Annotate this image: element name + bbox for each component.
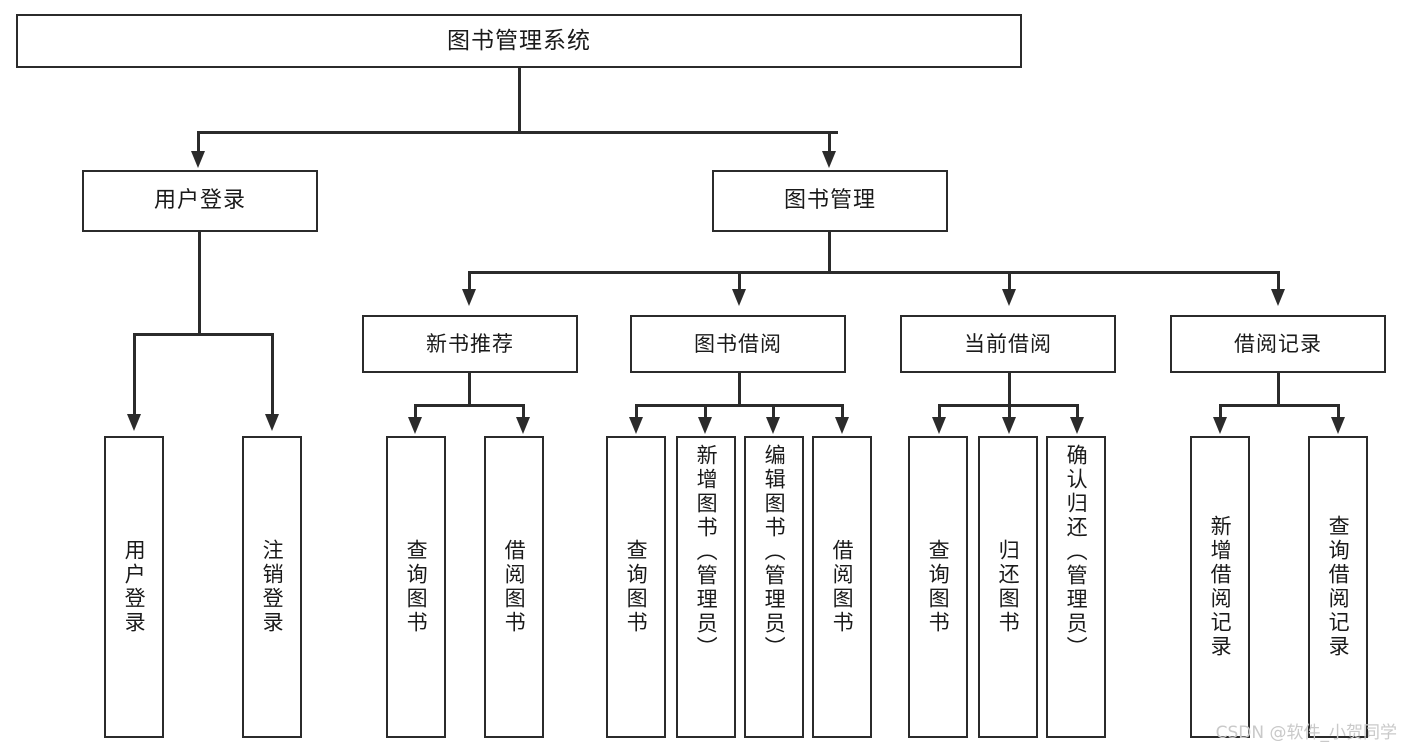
node-label: 新书推荐 [426,331,514,356]
connector-user-login-bar [133,333,273,336]
node-label: 查询图书 [926,539,951,635]
connector-book-borrow-to-leaf-1 [635,404,638,420]
watermark: CSDN @软件_小贺同学 [1215,723,1397,743]
node-leaf-new-book-borrow[interactable]: 借阅图书 [484,436,544,738]
connector-new-book-stem [468,373,471,406]
connector-new-book-to-leaf-2 [522,404,525,420]
connector-current-borrow-to-leaf-1 [938,404,941,420]
connector-root-bar [197,131,838,134]
node-borrow-record[interactable]: 借阅记录 [1170,315,1386,373]
node-label: 查询借阅记录 [1326,515,1351,659]
node-leaf-borrow-record-query[interactable]: 查询借阅记录 [1308,436,1368,738]
node-label: 新增图书（管理员） [694,444,719,660]
connector-book-borrow-bar [635,404,843,407]
node-label: 注销登录 [260,539,285,635]
connector-book-mgmt-to-new-book [468,271,471,293]
node-label: 用户登录 [153,188,246,214]
node-leaf-current-borrow-return[interactable]: 归还图书 [978,436,1038,738]
node-leaf-current-borrow-confirm[interactable]: 确认归还（管理员） [1046,436,1106,738]
arrow-book-mgmt-to-current [1002,289,1016,306]
arrow-root-to-book-mgmt [822,151,836,168]
arrow-book-mgmt-to-record [1271,289,1285,306]
arrow-root-to-user-login [191,151,205,168]
node-leaf-book-borrow-query[interactable]: 查询图书 [606,436,666,738]
connector-book-mgmt-stem [828,232,831,273]
node-label: 新增借阅记录 [1208,515,1233,659]
node-label: 借阅图书 [830,539,855,635]
node-leaf-user-login-logout[interactable]: 注销登录 [242,436,302,738]
connector-root-stem [518,68,521,132]
node-label: 确认归还（管理员） [1064,444,1089,660]
connector-current-borrow-stem [1008,373,1011,406]
node-label: 当前借阅 [964,331,1052,356]
arrow-book-borrow-to-leaf-4 [835,417,849,434]
node-label: 查询图书 [404,539,429,635]
arrow-current-borrow-to-leaf-1 [932,417,946,434]
node-leaf-borrow-record-add[interactable]: 新增借阅记录 [1190,436,1250,738]
node-leaf-current-borrow-query[interactable]: 查询图书 [908,436,968,738]
node-root-system[interactable]: 图书管理系统 [16,14,1022,68]
connector-root-to-user-login [197,131,200,157]
node-book-borrow[interactable]: 图书借阅 [630,315,846,373]
connector-book-borrow-stem [738,373,741,406]
connector-book-mgmt-to-record [1277,271,1280,293]
node-label: 归还图书 [996,539,1021,635]
node-leaf-user-login-login[interactable]: 用户登录 [104,436,164,738]
node-leaf-new-book-query[interactable]: 查询图书 [386,436,446,738]
node-label: 用户登录 [122,539,147,635]
arrow-book-borrow-to-leaf-2 [698,417,712,434]
connector-current-borrow-to-leaf-2 [1008,404,1011,420]
node-label: 借阅记录 [1234,331,1322,356]
node-label: 图书管理 [783,188,876,214]
node-label: 图书管理系统 [447,27,591,54]
arrow-book-borrow-to-leaf-1 [629,417,643,434]
arrow-user-login-to-leaf-1 [127,414,141,431]
arrow-new-book-to-leaf-1 [408,417,422,434]
arrow-book-borrow-to-leaf-3 [766,417,780,434]
connector-book-borrow-to-leaf-3 [772,404,775,420]
connector-borrow-record-to-leaf-1 [1219,404,1222,420]
connector-book-borrow-to-leaf-2 [704,404,707,420]
connector-new-book-bar [414,404,524,407]
connector-user-login-to-leaf-2 [271,333,274,419]
connector-new-book-to-leaf-1 [414,404,417,420]
connector-current-borrow-to-leaf-3 [1076,404,1079,420]
connector-root-to-book-mgmt [828,131,831,157]
arrow-current-borrow-to-leaf-3 [1070,417,1084,434]
arrow-current-borrow-to-leaf-2 [1002,417,1016,434]
connector-book-borrow-to-leaf-4 [841,404,844,420]
arrow-borrow-record-to-leaf-1 [1213,417,1227,434]
node-leaf-book-borrow-add[interactable]: 新增图书（管理员） [676,436,736,738]
node-leaf-book-borrow-edit[interactable]: 编辑图书（管理员） [744,436,804,738]
node-user-login[interactable]: 用户登录 [82,170,318,232]
arrow-user-login-to-leaf-2 [265,414,279,431]
arrow-book-mgmt-to-borrow [732,289,746,306]
connector-borrow-record-bar [1219,404,1339,407]
arrow-borrow-record-to-leaf-2 [1331,417,1345,434]
connector-book-mgmt-to-current [1008,271,1011,293]
connector-user-login-to-leaf-1 [133,333,136,419]
connector-book-mgmt-to-borrow [738,271,741,293]
arrow-new-book-to-leaf-2 [516,417,530,434]
node-leaf-book-borrow-borrow[interactable]: 借阅图书 [812,436,872,738]
connector-user-login-stem [198,232,201,335]
connector-borrow-record-to-leaf-2 [1337,404,1340,420]
node-label: 查询图书 [624,539,649,635]
arrow-book-mgmt-to-new-book [462,289,476,306]
node-label: 图书借阅 [694,331,782,356]
connector-borrow-record-stem [1277,373,1280,406]
node-label: 借阅图书 [502,539,527,635]
node-new-book-recommend[interactable]: 新书推荐 [362,315,578,373]
connector-book-mgmt-bar [468,271,1279,274]
node-book-management[interactable]: 图书管理 [712,170,948,232]
node-label: 编辑图书（管理员） [762,444,787,660]
node-current-borrow[interactable]: 当前借阅 [900,315,1116,373]
